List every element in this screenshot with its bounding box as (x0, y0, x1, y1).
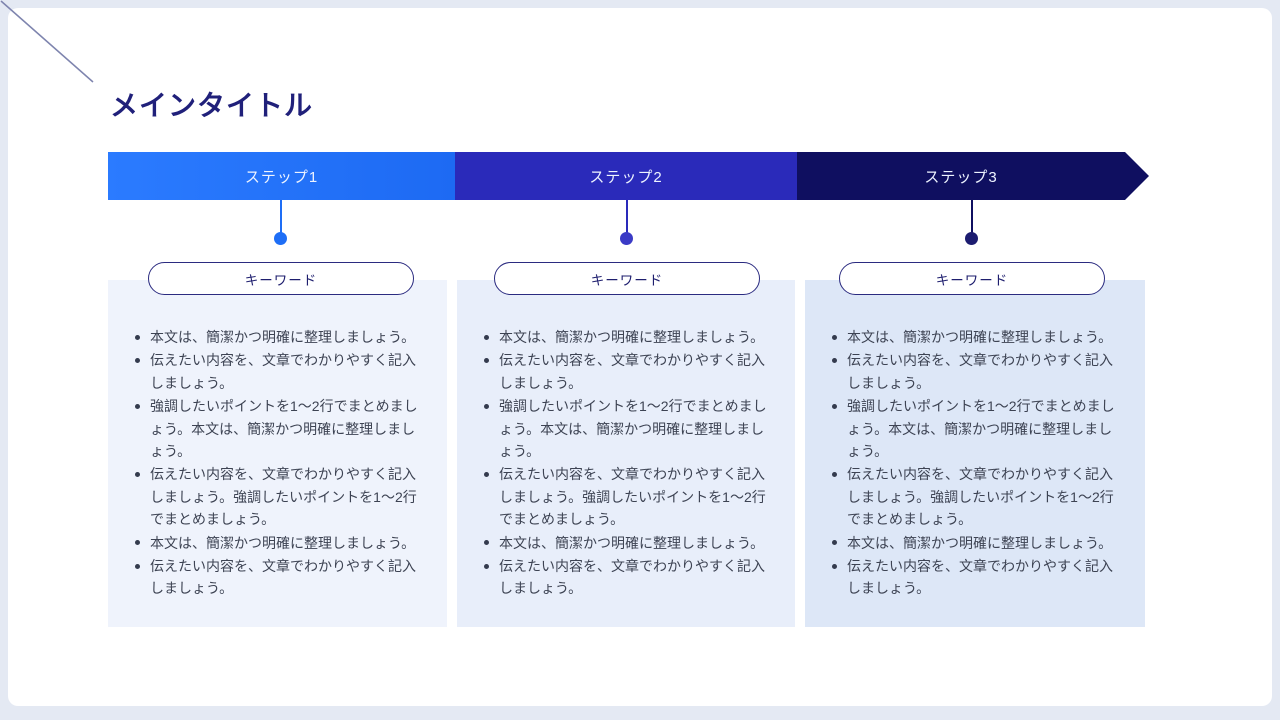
arrow-right-icon (1125, 152, 1149, 200)
bullet-item: 伝えたい内容を、文章でわかりやすく記入しましょう。 (832, 349, 1121, 394)
bullet-item: 本文は、簡潔かつ明確に整理しましょう。 (484, 532, 771, 554)
bullet-item: 伝えたい内容を、文章でわかりやすく記入しましょう。強調したいポイントを1〜2行で… (484, 463, 771, 530)
bullet-item: 伝えたい内容を、文章でわかりやすく記入しましょう。 (135, 555, 423, 600)
step-2-label: ステップ2 (589, 168, 663, 186)
keyword-pill-3: キーワード (839, 262, 1105, 295)
content-panel-2: 本文は、簡潔かつ明確に整理しましょう。 伝えたい内容を、文章でわかりやすく記入し… (457, 280, 795, 627)
connector-dot-1 (274, 232, 287, 245)
bullet-list-2: 本文は、簡潔かつ明確に整理しましょう。 伝えたい内容を、文章でわかりやすく記入し… (457, 280, 795, 600)
bullet-list-1: 本文は、簡潔かつ明確に整理しましょう。 伝えたい内容を、文章でわかりやすく記入し… (108, 280, 447, 600)
step-segment-2: ステップ2 (455, 152, 797, 200)
step-3-label: ステップ3 (924, 168, 998, 186)
bullet-item: 本文は、簡潔かつ明確に整理しましょう。 (135, 326, 423, 348)
keyword-pill-2-label: キーワード (590, 272, 664, 288)
keyword-pill-1-label: キーワード (244, 272, 318, 288)
keyword-pill-3-label: キーワード (935, 272, 1009, 288)
bullet-item: 本文は、簡潔かつ明確に整理しましょう。 (135, 532, 423, 554)
connector-dot-3 (965, 232, 978, 245)
bullet-item: 本文は、簡潔かつ明確に整理しましょう。 (832, 532, 1121, 554)
bullet-item: 強調したいポイントを1〜2行でまとめましょう。本文は、簡潔かつ明確に整理しましょ… (135, 395, 423, 462)
step-segment-1: ステップ1 (108, 152, 455, 200)
bullet-item: 本文は、簡潔かつ明確に整理しましょう。 (832, 326, 1121, 348)
keyword-pill-1: キーワード (148, 262, 414, 295)
step-1-label: ステップ1 (244, 168, 319, 186)
bullet-list-3: 本文は、簡潔かつ明確に整理しましょう。 伝えたい内容を、文章でわかりやすく記入し… (805, 280, 1145, 600)
bullet-item: 伝えたい内容を、文章でわかりやすく記入しましょう。 (484, 349, 771, 394)
content-panel-1: 本文は、簡潔かつ明確に整理しましょう。 伝えたい内容を、文章でわかりやすく記入し… (108, 280, 447, 627)
content-panel-3: 本文は、簡潔かつ明確に整理しましょう。 伝えたい内容を、文章でわかりやすく記入し… (805, 280, 1145, 627)
bullet-item: 本文は、簡潔かつ明確に整理しましょう。 (484, 326, 771, 348)
bullet-item: 伝えたい内容を、文章でわかりやすく記入しましょう。強調したいポイントを1〜2行で… (832, 463, 1121, 530)
connector-dot-2 (620, 232, 633, 245)
bullet-item: 強調したいポイントを1〜2行でまとめましょう。本文は、簡潔かつ明確に整理しましょ… (484, 395, 771, 462)
connector-line-2 (626, 200, 628, 233)
bullet-item: 伝えたい内容を、文章でわかりやすく記入しましょう。 (832, 555, 1121, 600)
step-segment-3: ステップ3 (797, 152, 1125, 200)
bullet-item: 強調したいポイントを1〜2行でまとめましょう。本文は、簡潔かつ明確に整理しましょ… (832, 395, 1121, 462)
connector-line-3 (971, 200, 973, 233)
bullet-item: 伝えたい内容を、文章でわかりやすく記入しましょう。 (135, 349, 423, 394)
slide-title: メインタイトル (110, 90, 314, 121)
connector-line-1 (280, 200, 282, 233)
bullet-item: 伝えたい内容を、文章でわかりやすく記入しましょう。強調したいポイントを1〜2行で… (135, 463, 423, 530)
keyword-pill-2: キーワード (494, 262, 760, 295)
bullet-item: 伝えたい内容を、文章でわかりやすく記入しましょう。 (484, 555, 771, 600)
